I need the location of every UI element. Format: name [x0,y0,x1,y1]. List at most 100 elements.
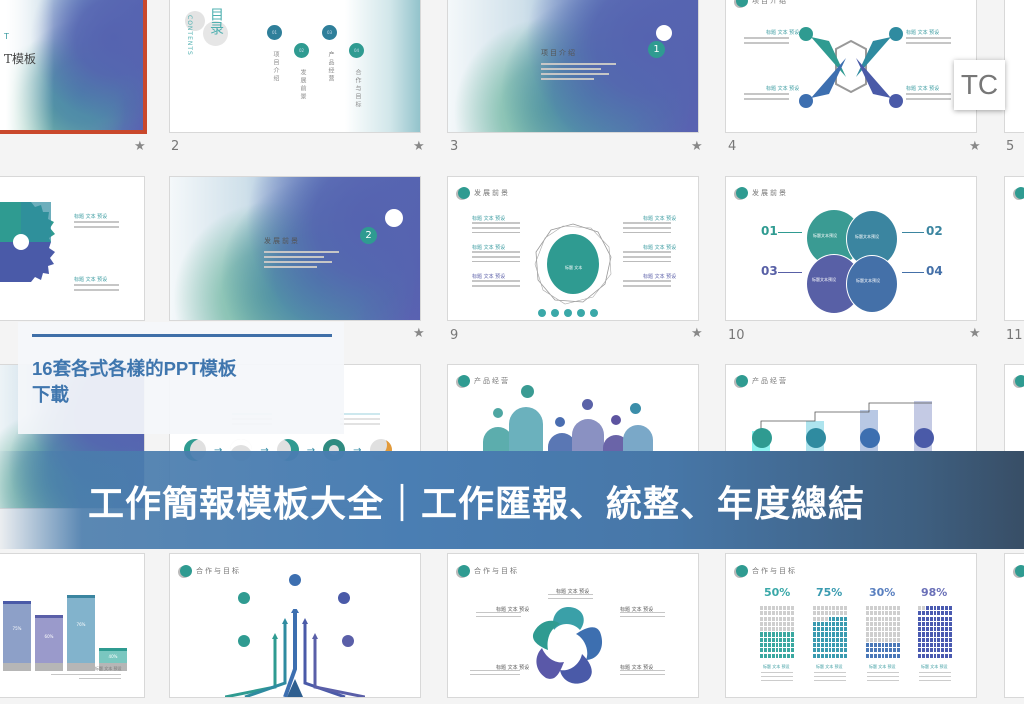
center-label: 标题 文本 [565,265,583,270]
title-line-2: 下載 [32,384,70,405]
star-icon[interactable]: ★ [969,139,981,154]
network-diagram [534,223,612,305]
bar-value: 76% [76,622,86,628]
waffle-caption: 标题 文本 预设 [869,664,896,669]
tc-logo[interactable]: TC [954,60,1005,110]
waffle-caption: 标题 文本 预设 [921,664,948,669]
title-rule [32,334,332,337]
item-title: 标题 文本 预设 [906,86,940,92]
slide-thumbnail-bars[interactable]: 75% 60% 76% 40% 标题 文本 预设 [0,553,145,698]
item-title: 标题 文本 预设 [906,30,940,36]
toc-item-1[interactable]: 项目介绍 [272,51,279,83]
slide-thumbnail-9[interactable]: 发展前景 标题 文本 标题 文本 预设 标题 文本 预设 标题 文本 预设 标题… [447,176,699,321]
item-title: 标题 文本 预设 [74,277,108,283]
percent-label-4: 98% [921,586,948,599]
star-icon[interactable]: ★ [413,326,425,341]
toc-item-4[interactable]: 合作与目标 [354,69,361,109]
slide-header: 发展前景 [474,189,510,197]
slide-title-accent: T [4,32,9,41]
slide-thumbnail-arrows[interactable]: 合作与目标 [169,553,421,698]
slide-thumbnail-4[interactable]: 项目介绍 标题 文本 预设 标题 文本 预设 标题 文本 预设 标题 文本 预设 [725,0,977,133]
slide-thumbnail-5[interactable] [1004,0,1024,133]
toc-bullet-4: 04 [349,43,364,58]
slide-title: T模板 [4,52,37,66]
percent-label-2: 75% [816,586,843,599]
slide-thumbnail-1[interactable]: T T模板 [0,0,147,134]
slide-thumbnail-8[interactable]: 2 发展前景 [169,176,421,321]
slide-header: 合作与目标 [474,567,519,575]
item-title: 标题 文本 预设 [766,30,800,36]
slide-thumbnail-cycle[interactable]: 合作与目标 标题 文本 预设 标题 文本 预设 标题 文本 预设 标题 文本 预… [447,553,699,698]
slide-thumbnail-next[interactable] [1004,553,1024,698]
item-title: 标题 文本 预设 [643,216,677,222]
star-icon[interactable]: ★ [691,139,703,154]
headline-text: 工作簡報模板大全｜工作匯報、統整、年度總結 [88,484,866,525]
star-icon[interactable]: ★ [413,139,425,154]
slide-thumbnail-2[interactable]: 目录 CONTENTS 01 项目介绍 02 发展前景 03 产品经营 04 合… [169,0,421,133]
icon-row [538,309,598,317]
bar-value: 75% [12,625,22,631]
section-number-badge: 1 [648,41,665,58]
slide-header: 项目介绍 [752,0,788,5]
slide-number-5: 5 [1006,139,1015,154]
waffle-chart-3 [866,606,900,661]
slide-number-10: 10 [728,328,745,343]
section-heading: 项目介绍 [541,49,577,57]
item-title: 标题 文本 预设 [74,214,108,220]
slide-thumbnail-waffle[interactable]: 合作与目标 50% 75% 30% 98% 标题 文本 预设 标题 文本 预设 … [725,553,977,698]
waffle-caption: 标题 文本 预设 [763,664,790,669]
watercolor-accent [345,0,420,132]
section-number-badge: 2 [360,227,377,244]
item-title: 标题 文本 预设 [95,666,122,671]
star-icon[interactable]: ★ [691,326,703,341]
item-title: 标题 文本 预设 [620,665,654,671]
title-line-1: 16套各式各樣的PPT模板 [32,358,237,379]
slide-thumbnail-7[interactable]: 标题 文本 预设 标题 文本 预设 [0,176,145,321]
quadrant-circle-4 [846,255,898,313]
target-icon [338,592,350,604]
slide-number-9: 9 [450,328,459,343]
slide-thumbnail-11[interactable] [1004,176,1024,321]
item-title: 标题 文本 预设 [496,665,530,671]
item-title: 标题 文本 预设 [620,607,654,613]
label-01: 01 [761,224,778,238]
title-card: 16套各式各樣的PPT模板 下載 [18,322,344,434]
star-icon[interactable]: ★ [134,139,146,154]
label-03: 03 [761,264,778,278]
circle-title: 标题文本预设 [855,234,879,239]
slide-header: 发展前景 [752,189,788,197]
slide-thumbnail-10[interactable]: 发展前景 标题文本预设 标题文本预设 标题文本预设 标题文本预设 01 02 0… [725,176,977,321]
star-icon[interactable]: ★ [969,326,981,341]
slide-header: 产品经营 [474,377,510,385]
chat-icon [342,635,354,647]
section-heading: 发展前景 [264,237,300,245]
item-title: 标题 文本 预设 [556,589,590,595]
percent-label-1: 50% [764,586,791,599]
slide-thumbnail-3[interactable]: 1 项目介绍 [447,0,699,133]
eye-icon [806,428,826,448]
waffle-chart-1 [760,606,794,661]
step-line [760,402,932,431]
toc-item-2[interactable]: 发展前景 [299,69,306,101]
slide-number-2: 2 [171,139,180,154]
circle-title: 标题文本预设 [813,233,837,238]
gear-diagram [0,202,55,282]
title-card-text: 16套各式各樣的PPT模板 下載 [32,356,342,408]
waffle-caption: 标题 文本 预设 [816,664,843,669]
label-02: 02 [926,224,943,238]
slide-number-3: 3 [450,139,459,154]
circle-title: 标题文本预设 [812,277,836,282]
headline-banner: 工作簡報模板大全｜工作匯報、統整、年度總結 [0,451,1024,549]
pen-icon [860,428,880,448]
cycle-diagram [532,607,603,684]
slide-header: 合作与目标 [752,567,797,575]
label-04: 04 [926,264,943,278]
search-icon [238,635,250,647]
item-title: 标题 文本 预设 [643,245,677,251]
item-title: 标题 文本 预设 [766,86,800,92]
toc-bullet-1: 01 [267,25,282,40]
bar-value: 60% [44,634,54,640]
toc-item-3[interactable]: 产品经营 [327,51,334,83]
toc-bullet-2: 02 [294,43,309,58]
